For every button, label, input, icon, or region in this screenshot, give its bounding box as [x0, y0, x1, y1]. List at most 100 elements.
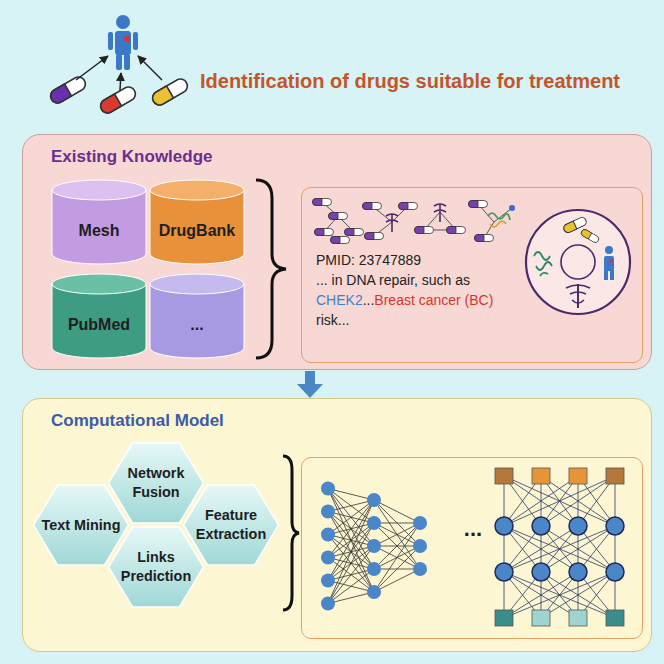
net-link — [541, 572, 578, 618]
net-link — [504, 526, 578, 572]
database-cylinder: DrugBank — [149, 179, 245, 265]
input-square — [532, 468, 550, 484]
text-holder: Computational Model — [51, 411, 224, 431]
protein-icon — [488, 205, 515, 227]
hexagon — [34, 485, 129, 565]
neuron — [367, 516, 381, 530]
net-link — [504, 572, 615, 618]
database-label: Mesh — [79, 222, 120, 240]
neuron — [321, 597, 335, 611]
net-link — [504, 572, 578, 618]
net-link — [328, 592, 374, 604]
net-link — [328, 558, 374, 593]
net-link — [328, 569, 374, 604]
net-link — [578, 476, 579, 526]
brace — [256, 180, 286, 358]
net-link — [504, 572, 505, 618]
net-link — [541, 476, 578, 526]
net-link — [328, 500, 374, 558]
neuron — [495, 517, 513, 535]
net-link — [504, 572, 578, 618]
net-link — [578, 476, 615, 526]
evidence-text: risk... — [316, 310, 521, 330]
net-link — [541, 476, 578, 526]
database-label: DrugBank — [159, 222, 235, 240]
net-link — [541, 526, 615, 572]
net-link — [328, 523, 374, 535]
net-link — [504, 526, 615, 572]
hexagon-shape — [106, 525, 206, 609]
net-link — [615, 572, 616, 618]
hexagon — [109, 527, 204, 607]
net-link — [578, 526, 615, 572]
panel-heading: Existing Knowledge — [51, 147, 213, 166]
net-link — [374, 500, 420, 569]
text-holder: DrugBank — [149, 201, 245, 261]
net-link — [504, 526, 541, 572]
neuron — [321, 505, 335, 519]
neuron — [532, 563, 550, 581]
knowledge-circle — [526, 210, 630, 314]
knowledge-panel: Existing KnowledgeMeshDrugBankPubMed...P… — [22, 134, 652, 370]
cylinder-top — [150, 180, 244, 200]
neuron — [321, 574, 335, 588]
neuron — [413, 539, 427, 553]
neuron — [532, 517, 550, 535]
net-link — [504, 476, 615, 526]
text-holder: Network Fusion — [114, 441, 198, 525]
net-link — [504, 526, 578, 572]
net-link — [504, 476, 541, 526]
evidence-text: PMID: 23747889 — [316, 250, 521, 270]
net-link — [328, 546, 374, 604]
cylinder-top — [52, 180, 146, 200]
net-link — [504, 572, 541, 618]
neuron — [367, 585, 381, 599]
patient-icon — [108, 15, 138, 70]
net-link — [328, 489, 374, 570]
neuron — [606, 517, 624, 535]
net-link — [541, 526, 615, 572]
net-link — [374, 546, 420, 569]
input-square — [569, 468, 587, 484]
text-holder: ... — [149, 295, 245, 355]
net-link — [328, 489, 374, 501]
net-link — [578, 572, 615, 618]
method-label: Network Fusion — [114, 464, 198, 502]
text-holder: Text Mining — [39, 483, 123, 567]
net-link — [374, 569, 420, 592]
text-holder: Links Prediction — [114, 525, 198, 609]
net-link — [328, 535, 374, 570]
evidence-text: CHEK2 — [316, 292, 363, 308]
net-link — [578, 572, 579, 618]
net-link — [374, 523, 420, 569]
net-link — [504, 526, 505, 572]
net-link — [328, 523, 374, 558]
cylinder-top — [150, 274, 244, 294]
net-link — [578, 572, 615, 618]
net-link — [328, 500, 374, 535]
database-cylinder: Mesh — [51, 179, 147, 265]
net-link — [374, 523, 420, 569]
net-link — [374, 500, 420, 546]
net-link — [615, 476, 616, 526]
text-holder: Feature Extraction — [189, 483, 273, 567]
input-square — [495, 468, 513, 484]
neuron — [569, 517, 587, 535]
net-link — [328, 523, 374, 581]
net-link — [328, 512, 374, 570]
net-link — [374, 569, 420, 570]
output-square — [495, 610, 513, 626]
text-holder: Mesh — [51, 201, 147, 261]
database-label: ... — [190, 316, 203, 334]
neuron — [367, 539, 381, 553]
output-square — [532, 610, 550, 626]
database-cylinder: ... — [149, 273, 245, 359]
net-link — [504, 476, 615, 526]
net-link — [328, 512, 374, 547]
neuron — [606, 563, 624, 581]
text-holder: Existing Knowledge — [51, 147, 213, 167]
net-link — [578, 476, 615, 526]
net-link — [374, 546, 420, 569]
neuron — [367, 493, 381, 507]
net-link — [541, 526, 578, 572]
